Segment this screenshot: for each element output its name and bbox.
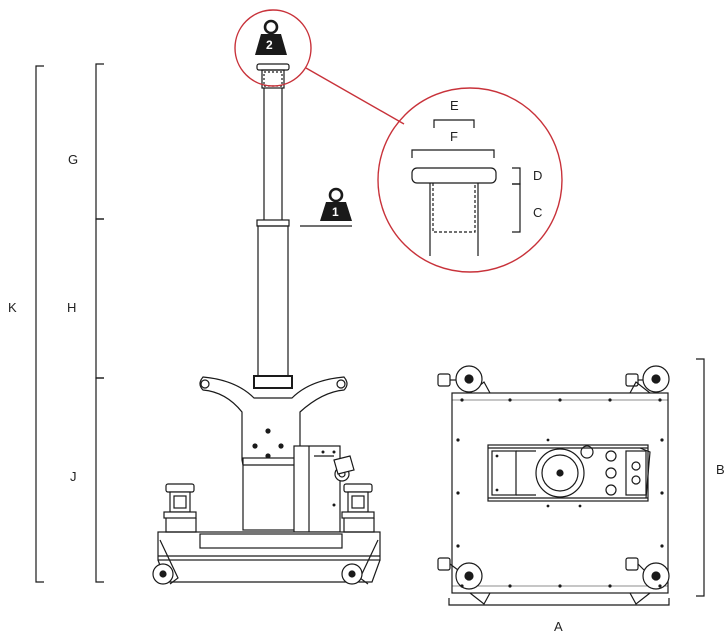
top-view-frame-dots (456, 398, 664, 588)
top-view-corner-details (469, 381, 651, 605)
detail-circle-small (234, 9, 312, 87)
inner-ram (263, 88, 283, 220)
top-view-wheel-bl (437, 557, 483, 590)
label-f: F (450, 129, 458, 144)
dimension-b-bracket (696, 358, 705, 597)
top-view-wheel-tr (625, 365, 670, 393)
dimension-c-bracket (512, 183, 521, 233)
right-caster (341, 483, 379, 585)
label-g: G (68, 152, 79, 167)
left-caster (152, 483, 197, 585)
label-b: B (716, 462, 725, 477)
load-weight-icon-2 (255, 19, 287, 55)
load-marker-2-number: 2 (266, 38, 273, 52)
label-k: K (8, 300, 17, 315)
label-j: J (70, 469, 77, 484)
label-e: E (450, 98, 459, 113)
label-h: H (67, 300, 77, 315)
top-view-wheel-br (625, 557, 670, 590)
pump-housing (293, 445, 355, 533)
outer-cylinder (253, 225, 293, 389)
load-weight-icon-1 (320, 187, 352, 221)
dimension-e-bracket (433, 119, 475, 128)
dimension-k-bracket (35, 65, 44, 583)
detail-callout (234, 9, 563, 273)
dimension-j-bracket (95, 377, 104, 583)
dimension-g-bracket (95, 63, 104, 220)
dimension-d-bracket (512, 167, 521, 185)
label-d: D (533, 168, 543, 183)
top-view-wheel-tl (437, 365, 483, 393)
load-marker-1-number: 1 (332, 205, 339, 219)
detail-circle-large (377, 87, 563, 273)
base-frame (157, 531, 381, 583)
label-a: A (554, 619, 563, 634)
top-view-mechanism (487, 444, 651, 502)
ram-collar (256, 219, 290, 227)
saddle-detail (411, 167, 497, 256)
dimension-a-bracket (448, 598, 670, 606)
detail-leader-line (305, 67, 405, 125)
dimension-h-bracket (95, 218, 104, 379)
dimension-f-bracket (411, 149, 495, 158)
label-c: C (533, 205, 543, 220)
